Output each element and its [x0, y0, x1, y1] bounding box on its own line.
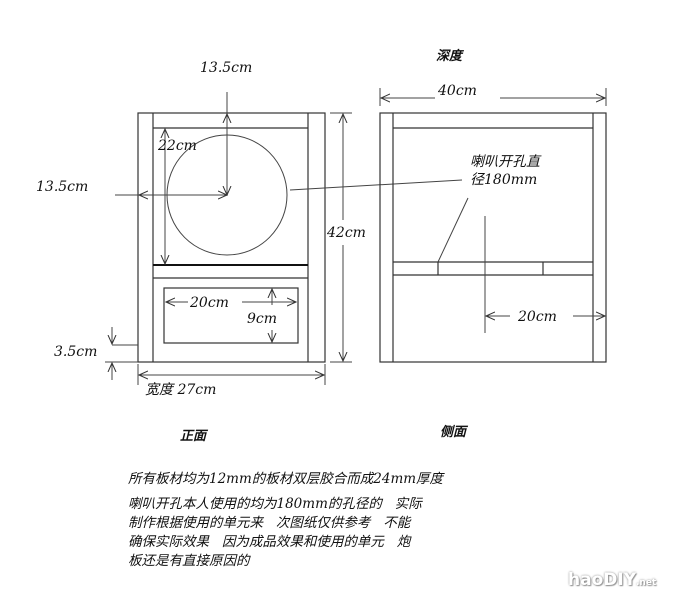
dim-port-width: 20cm — [189, 295, 229, 311]
watermark-suffix: .net — [636, 578, 657, 588]
dim-port-bottom: 3.5cm — [54, 344, 97, 360]
watermark-logo: haoDIY.net — [568, 570, 656, 590]
note-line: 板还是有直接原因的 — [128, 553, 250, 569]
driver-note-leader-lower — [437, 197, 469, 263]
dim-shelf: 20cm — [517, 309, 557, 325]
note-line: 所有板材均为12mm的板材双层胶合而成24mm厚度 — [128, 471, 444, 487]
note-line: 制作根据使用的单元来 次图纸仅供参考 不能 — [128, 515, 411, 531]
dim-height: 42cm — [326, 225, 366, 241]
note-line: 确保实际效果 因为成品效果和使用的单元 炮 — [128, 534, 411, 550]
side-view: 喇叭开孔直 径180mm 20cm 40cm 深度 侧面 — [379, 48, 607, 440]
depth-label: 深度 — [436, 48, 465, 64]
side-outer-panel — [379, 112, 607, 363]
dim-port-height: 9cm — [247, 311, 277, 327]
side-view-title: 侧面 — [440, 424, 469, 440]
driver-note-line2: 径180mm — [470, 172, 537, 188]
dim-driver-section: 22cm — [157, 138, 197, 154]
dim-depth: 40cm — [437, 83, 477, 99]
note-line: 喇叭开孔本人使用的均为180mm的孔径的 实际 — [128, 496, 422, 512]
build-notes: 所有板材均为12mm的板材双层胶合而成24mm厚度 喇叭开孔本人使用的均为180… — [128, 470, 548, 571]
front-view-title: 正面 — [180, 429, 209, 444]
port-opening — [163, 287, 299, 344]
dim-width: 宽度 27cm — [145, 382, 216, 398]
dim-top-center: 13.5cm — [200, 60, 252, 76]
driver-note-line1: 喇叭开孔直 — [470, 154, 542, 170]
front-outer-panel — [137, 112, 326, 363]
watermark-main: haoDIY — [568, 570, 636, 590]
dim-left-center: 13.5cm — [36, 179, 88, 195]
driver-note-leader — [289, 179, 463, 191]
front-view: 13.5cm 13.5cm 22cm 42cm 20cm 9cm 3.5cm 宽… — [36, 60, 366, 444]
